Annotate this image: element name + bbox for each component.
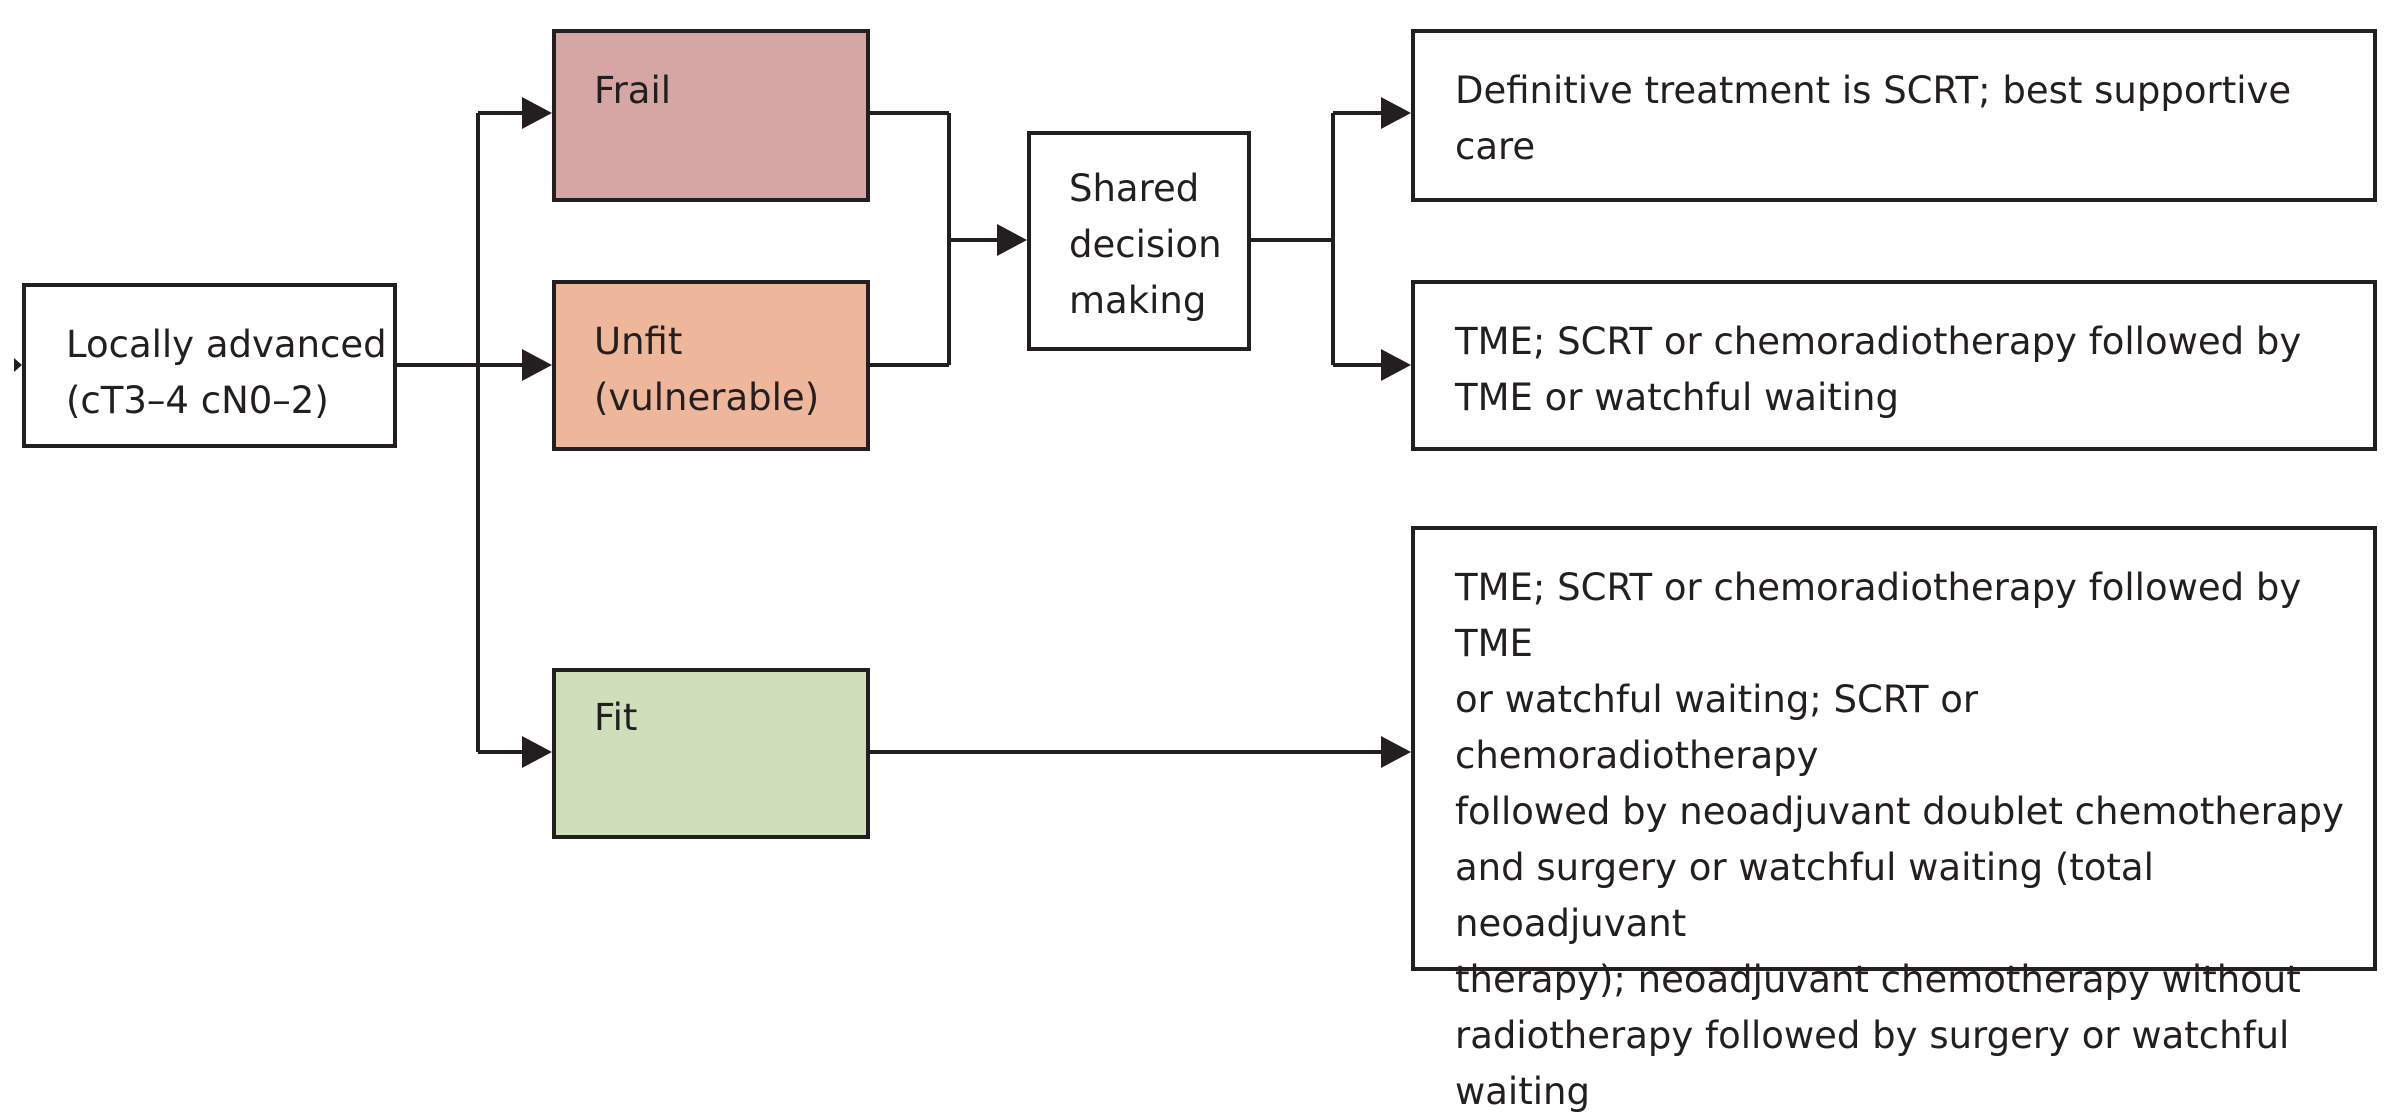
outcome-fit-line-2: or watchful waiting; SCRT or chemoradiot…: [1455, 678, 1979, 777]
outcome-fit-line-1: TME; SCRT or chemoradiotherapy followed …: [1455, 566, 2302, 665]
node-fit-label: Fit: [594, 696, 638, 739]
node-frail-label: Frail: [594, 69, 672, 112]
outcome-frail-line-1: Definitive treatment is SCRT; best suppo…: [1455, 69, 2292, 112]
outcome-fit-line-4: and surgery or watchful waiting (total n…: [1455, 846, 2154, 945]
node-locally-advanced: Locally advanced (cT3–4 cN0–2): [22, 283, 397, 448]
outcome-fit: TME; SCRT or chemoradiotherapy followed …: [1411, 526, 2377, 1113]
arrowhead-unfit: [522, 349, 552, 381]
arrowhead-fit: [522, 736, 552, 768]
outcome-fit-line-3: followed by neoadjuvant doublet chemothe…: [1455, 790, 2344, 833]
arrowhead-frail: [522, 97, 552, 129]
node-unfit: Unfit (vulnerable): [552, 280, 870, 451]
outcome-frail: Definitive treatment is SCRT; best suppo…: [1411, 29, 2377, 202]
outcome-fit-line-7: waiting: [1455, 1070, 1590, 1113]
node-locally-advanced-line-1: Locally advanced: [66, 323, 387, 366]
node-shared-line-1: Shared: [1069, 167, 1200, 210]
arrowhead-out2: [1381, 349, 1411, 381]
outcome-frail-line-2: care: [1455, 125, 1536, 168]
outcome-unfit-line-2: TME or watchful waiting: [1455, 376, 1899, 419]
node-frail: Frail: [552, 29, 870, 202]
node-shared-line-2: decision: [1069, 223, 1222, 266]
node-shared-decision: Shared decision making: [1027, 131, 1251, 351]
outcome-unfit-line-1: TME; SCRT or chemoradiotherapy followed …: [1455, 320, 2302, 363]
node-unfit-line-2: (vulnerable): [594, 376, 820, 419]
connector-lines: [14, 97, 1411, 768]
node-locally-advanced-line-2: (cT3–4 cN0–2): [66, 379, 329, 422]
outcome-unfit: TME; SCRT or chemoradiotherapy followed …: [1411, 280, 2377, 451]
arrowhead-shared: [997, 224, 1027, 256]
node-unfit-line-1: Unfit: [594, 320, 683, 363]
arrowhead-out3: [1381, 736, 1411, 768]
arrowhead-out1: [1381, 97, 1411, 129]
stray-arrow-mark: [14, 358, 22, 372]
outcome-fit-line-5: therapy); neoadjuvant chemotherapy witho…: [1455, 958, 2301, 1001]
node-fit: Fit: [552, 668, 870, 839]
node-shared-line-3: making: [1069, 279, 1207, 322]
outcome-fit-line-6: radiotherapy followed by surgery or watc…: [1455, 1014, 2290, 1057]
